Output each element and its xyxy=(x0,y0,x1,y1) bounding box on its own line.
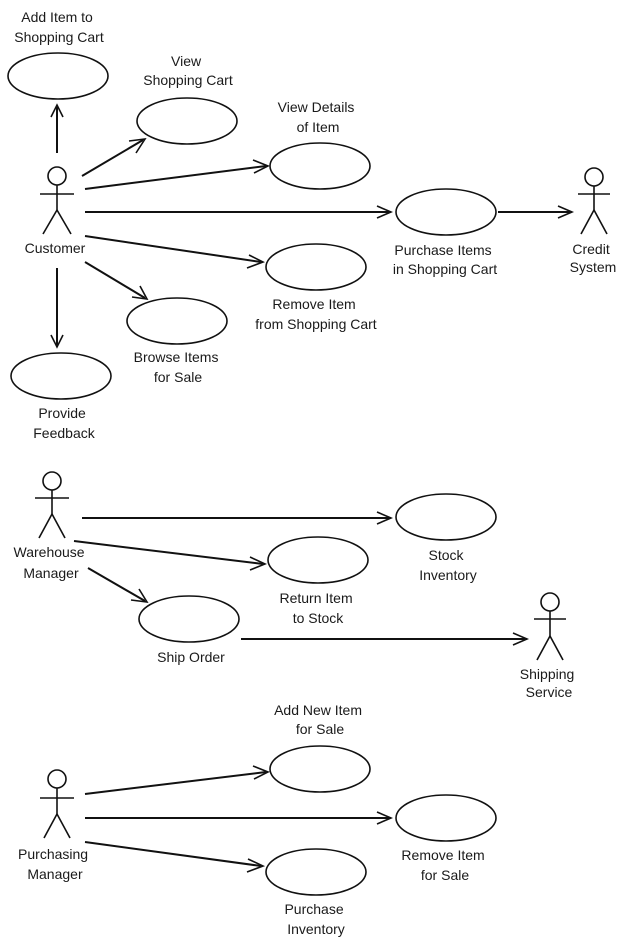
actor-label-customer: Customer xyxy=(25,240,86,256)
use-case-label: Purchase Inventory xyxy=(284,901,347,937)
use-case-label: Add New Item for Sale xyxy=(274,702,366,737)
association-customer-view-cart xyxy=(81,137,147,177)
use-case-add-item-to-shopping-cart: Add Item to Shopping Cart xyxy=(7,9,109,100)
use-case-stock-inventory: Stock Inventory xyxy=(395,493,497,583)
use-case-remove-item-for-sale: Remove Item for Sale xyxy=(395,794,497,883)
association-warehouse-ship-order xyxy=(87,567,149,604)
association-customer-browse-items xyxy=(84,261,149,301)
use-case-label: View Details of Item xyxy=(278,99,359,135)
use-case-label: Purchase Items in Shopping Cart xyxy=(393,242,497,277)
use-case-purchase-items-in-shopping-cart: Purchase Items in Shopping Cart xyxy=(393,188,497,277)
association-customer-view-details xyxy=(84,159,270,190)
actor-customer: Customer xyxy=(25,166,86,256)
actor-shipping-service: Shipping Service xyxy=(520,592,578,700)
use-case-view-shopping-cart: View Shopping Cart xyxy=(136,53,238,145)
use-case-label: Add Item to Shopping Cart xyxy=(14,9,104,45)
use-case-label: Remove Item for Sale xyxy=(401,847,488,883)
use-case-add-new-item-for-sale: Add New Item for Sale xyxy=(269,702,371,793)
actor-label-purchasing-manager: Purchasing Manager xyxy=(18,846,92,882)
use-case-label: Provide Feedback xyxy=(33,405,95,441)
association-warehouse-return-item xyxy=(73,540,268,571)
use-case-ship-order: Ship Order xyxy=(138,595,240,665)
use-case-purchase-inventory: Purchase Inventory xyxy=(265,848,367,937)
actor-credit-system: Credit System xyxy=(570,167,617,275)
association-customer-purchase-items xyxy=(85,205,394,219)
actor-label-warehouse-manager: Warehouse Manager xyxy=(14,544,89,581)
use-case-browse-items-for-sale: Browse Items for Sale xyxy=(126,297,228,385)
association-customer-add-item xyxy=(50,103,64,153)
use-case-label: Stock Inventory xyxy=(419,547,477,583)
association-warehouse-stock-inventory xyxy=(82,511,394,525)
use-case-label: Return Item to Stock xyxy=(279,590,356,626)
association-purchasing-purchase-inventory xyxy=(84,841,266,873)
use-case-provide-feedback: Provide Feedback xyxy=(10,352,112,441)
use-case-remove-item-from-shopping-cart: Remove Item from Shopping Cart xyxy=(255,243,377,332)
use-case-return-item-to-stock: Return Item to Stock xyxy=(267,536,369,626)
actor-label-shipping-service: Shipping Service xyxy=(520,666,578,700)
use-case-label: Ship Order xyxy=(157,649,225,665)
use-case-label: View Shopping Cart xyxy=(143,53,233,88)
association-purchasing-add-new-item xyxy=(84,765,270,795)
use-case-label: Browse Items for Sale xyxy=(134,349,223,385)
association-purchasing-remove-item-sale xyxy=(85,811,394,825)
actor-purchasing-manager: Purchasing Manager xyxy=(18,769,92,882)
use-case-view-details-of-item: View Details of Item xyxy=(269,99,371,190)
actor-warehouse-manager: Warehouse Manager xyxy=(14,471,89,581)
association-customer-provide-feedback xyxy=(50,268,64,349)
association-customer-remove-item-cart xyxy=(84,235,265,269)
association-purchase-credit-system xyxy=(498,205,575,219)
use-case-label: Remove Item from Shopping Cart xyxy=(255,296,377,332)
association-ship-order-shipping-service xyxy=(241,632,530,646)
actor-label-credit-system: Credit System xyxy=(570,241,617,275)
